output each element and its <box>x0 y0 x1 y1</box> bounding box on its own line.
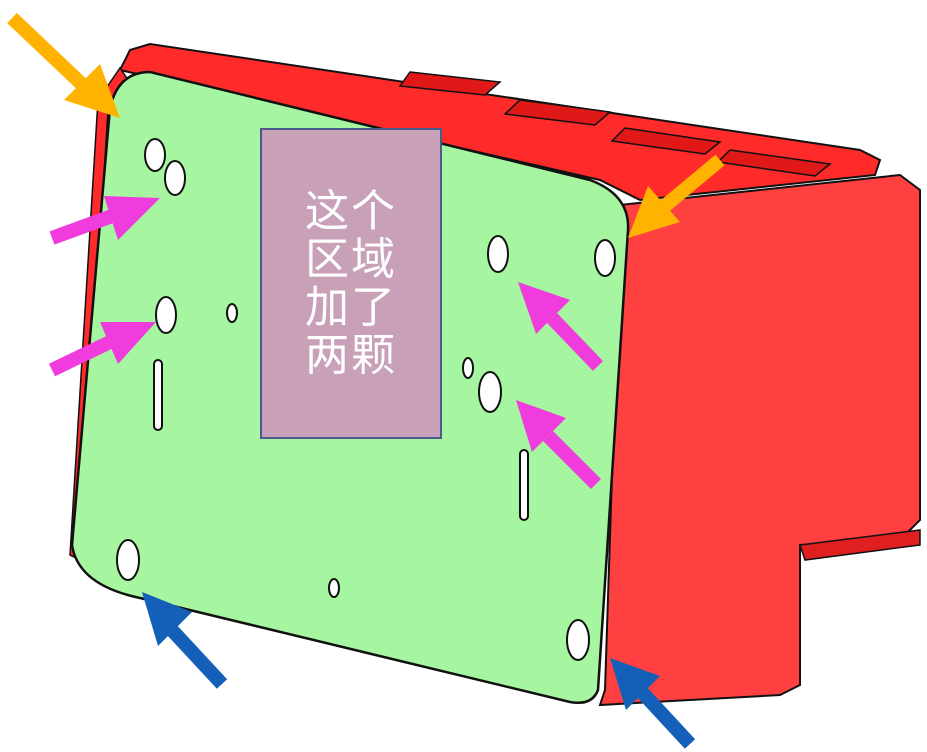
top-slot <box>716 149 832 177</box>
top-slot <box>398 71 502 96</box>
small-hole-left <box>226 303 238 323</box>
annotation-line-3: 加了 <box>305 281 397 333</box>
housing-right-face <box>598 173 921 707</box>
arrow-magenta-middle-right <box>516 400 601 489</box>
arrow-magenta-middle-left <box>48 322 156 377</box>
hole-bottom-right <box>566 619 590 661</box>
annotation-background <box>260 128 442 439</box>
boss-upper-left-a <box>144 138 166 172</box>
top-slot <box>503 99 612 126</box>
plate-features <box>116 138 616 661</box>
annotation-textbox: 这个 区域 加了 两颗 <box>260 128 442 439</box>
slot-left <box>153 359 163 431</box>
boss-upper-left-b <box>164 160 186 196</box>
arrows <box>7 12 725 749</box>
arrow-magenta-upper-right <box>518 282 604 371</box>
arrow-blue-bottom-left <box>142 592 228 689</box>
boss-upper-right <box>487 235 509 273</box>
arrow-orange-top-right <box>628 154 725 238</box>
small-hole-right <box>462 357 474 379</box>
top-slot <box>610 127 722 155</box>
hole-bottom-left <box>116 539 140 581</box>
arrow-orange-top-left <box>7 12 120 118</box>
small-hole-bottom <box>328 578 340 598</box>
boss-middle-right <box>478 371 502 413</box>
arrow-blue-bottom-right <box>610 658 696 749</box>
annotation-line-4: 两颗 <box>305 329 397 381</box>
housing-right-step <box>798 529 921 561</box>
arrow-magenta-upper-left <box>49 196 160 245</box>
annotation-line-2: 区域 <box>305 233 397 285</box>
boss-middle-left <box>155 296 177 334</box>
slot-right <box>519 449 529 521</box>
annotation-line-1: 这个 <box>305 185 397 237</box>
boss-corner-right <box>594 239 616 277</box>
